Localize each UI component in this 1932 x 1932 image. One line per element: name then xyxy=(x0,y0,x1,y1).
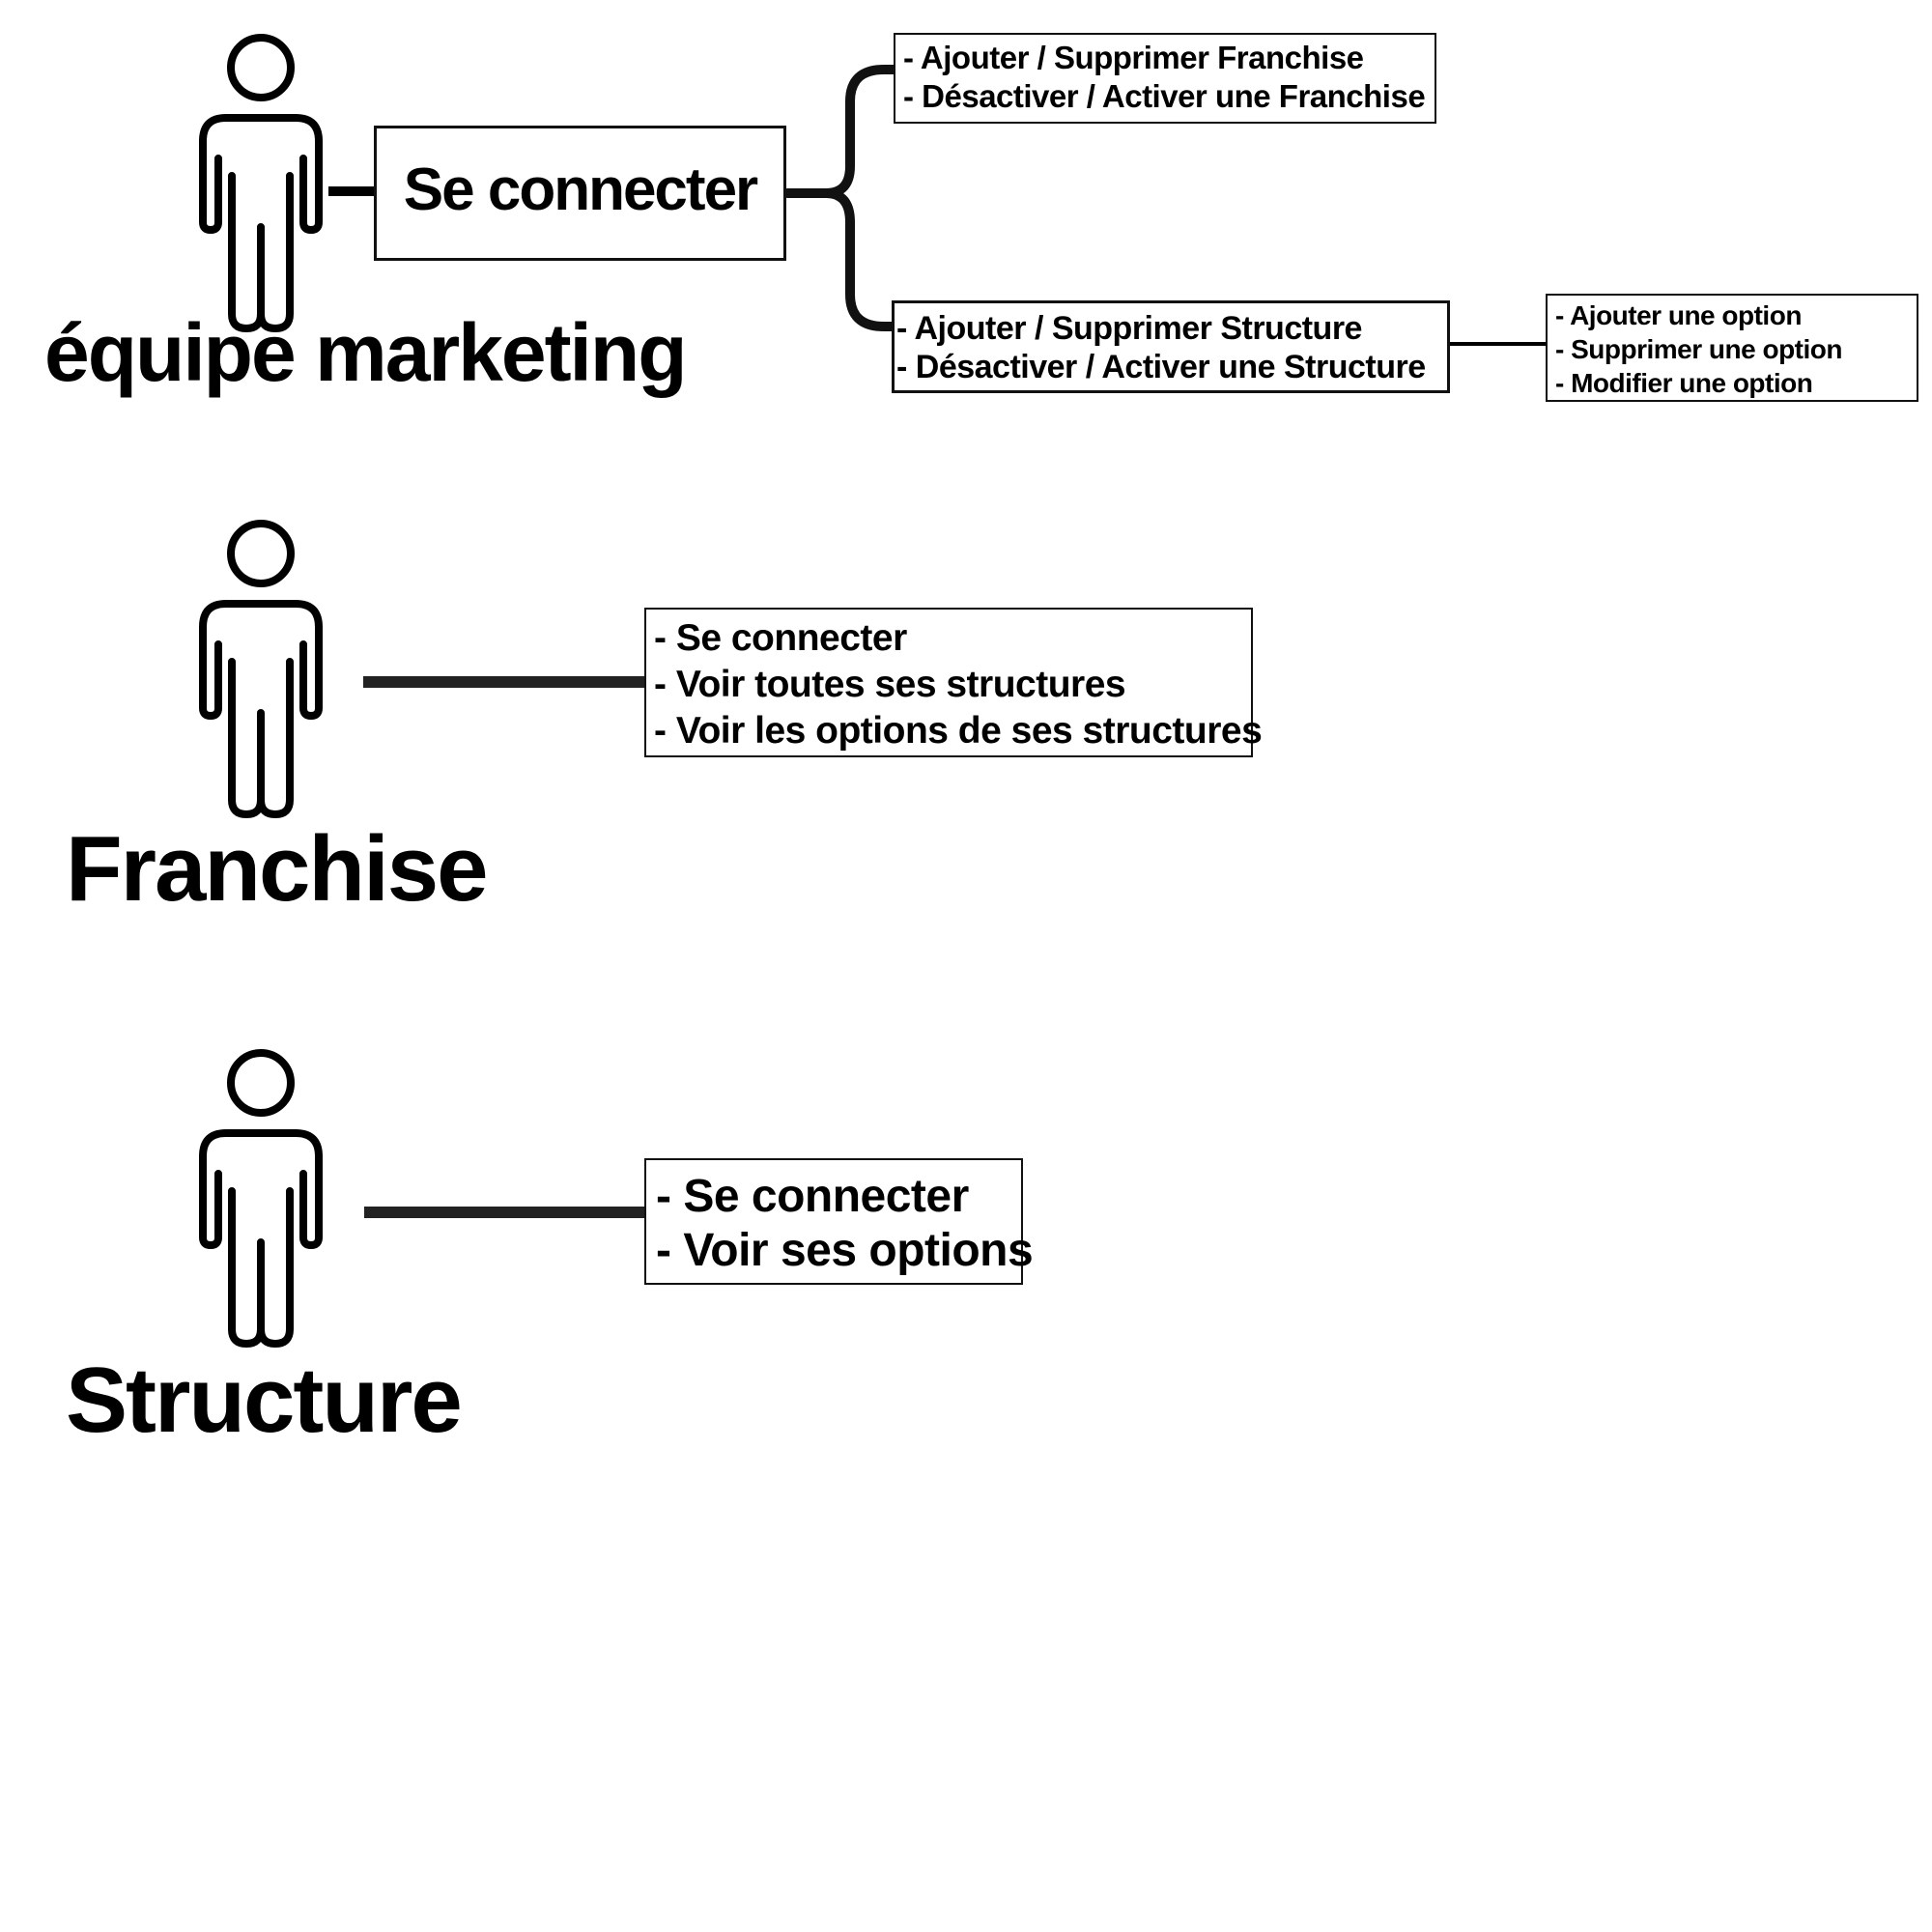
login-box: Se connecter xyxy=(374,126,786,261)
login-label: Se connecter xyxy=(403,156,758,223)
structure-person-icon xyxy=(203,1053,319,1344)
franchise-action-item: - Voir les options de ses structures xyxy=(654,710,1263,752)
structure-actions-box: - Se connecter - Voir ses options xyxy=(644,1158,1034,1285)
marketing-person-icon xyxy=(203,38,319,328)
franchise-actions-box: - Se connecter - Voir toutes ses structu… xyxy=(644,608,1263,757)
option-action-item: - Modifier une option xyxy=(1555,368,1813,398)
franchise-action-item: - Se connecter xyxy=(654,617,907,659)
structure-actor-label: Structure xyxy=(66,1349,463,1452)
franchise-action-item: - Voir toutes ses structures xyxy=(654,664,1126,705)
franchise-person-icon xyxy=(203,524,319,814)
structure-management-box: - Ajouter / Supprimer Structure - Désact… xyxy=(892,300,1450,393)
structure-action-item: - Se connecter xyxy=(656,1171,969,1222)
franchise-action-item: - Ajouter / Supprimer Franchise xyxy=(903,40,1364,75)
marketing-actor-label: équipe marketing xyxy=(44,307,688,398)
marketing-branch-brace xyxy=(782,65,898,331)
franchise-actor-label: Franchise xyxy=(66,817,489,921)
franchise-action-item: - Désactiver / Activer une Franchise xyxy=(903,78,1426,114)
franchise-management-box: - Ajouter / Supprimer Franchise - Désact… xyxy=(894,33,1436,124)
structure-action-item: - Voir ses options xyxy=(656,1225,1034,1276)
structure-action-item: - Ajouter / Supprimer Structure xyxy=(896,310,1362,347)
option-action-item: - Supprimer une option xyxy=(1555,334,1843,364)
option-management-box: - Ajouter une option - Supprimer une opt… xyxy=(1546,294,1918,402)
option-action-item: - Ajouter une option xyxy=(1555,300,1802,330)
structure-action-item: - Désactiver / Activer une Structure xyxy=(896,349,1426,385)
